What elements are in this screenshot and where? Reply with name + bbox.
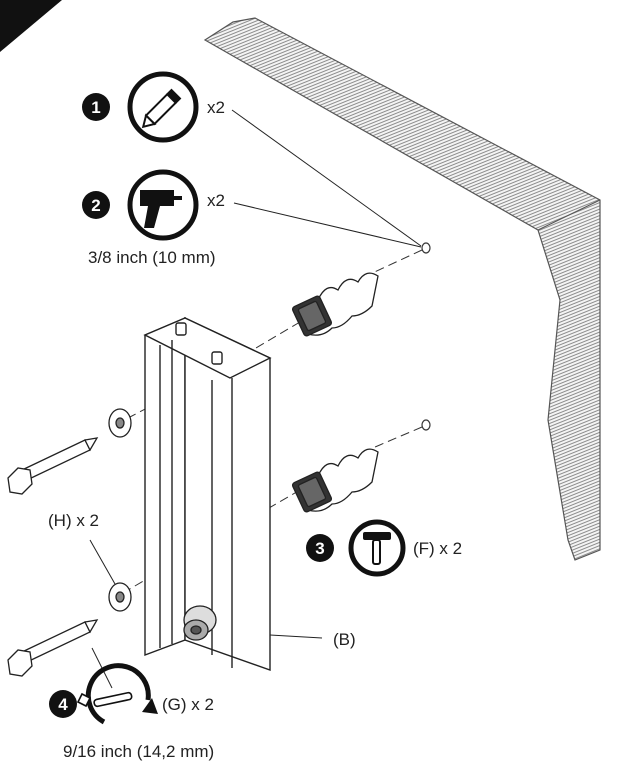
washer-top: [108, 408, 132, 438]
drill-icon: [127, 169, 199, 241]
drill-hole-top: [421, 242, 431, 254]
leader-line-washer: [89, 539, 116, 585]
step-number-1: 1: [91, 98, 100, 117]
step3-quantity: (F) x 2: [413, 539, 463, 558]
bracket-pivot: [183, 605, 217, 641]
corner-marker: [0, 0, 62, 52]
drill-hole-bottom: [421, 419, 431, 431]
step-badge-2: 2: [82, 191, 110, 219]
step-badge-3: 3: [306, 534, 334, 562]
washer-label: (H) x 2: [48, 511, 99, 530]
step-number-3: 3: [315, 539, 324, 558]
leader-line-bracket: [269, 634, 323, 639]
step-number-4: 4: [58, 695, 68, 714]
step-number-2: 2: [91, 196, 100, 215]
step-badge-1: 1: [82, 93, 110, 121]
step-badge-4: 4: [49, 690, 77, 718]
leader-line-step1: [231, 109, 422, 247]
pencil-icon: [127, 71, 199, 143]
drill-bit-size: 3/8 inch (10 mm): [88, 248, 216, 267]
wall: [203, 17, 601, 561]
lag-bolt-bottom: [7, 619, 99, 677]
wrench-icon: [76, 663, 158, 725]
step4-quantity: (G) x 2: [162, 695, 214, 714]
leader-line-step2: [233, 202, 422, 248]
bracket-label: (B): [333, 630, 356, 649]
bracket: [143, 316, 272, 671]
washer-bottom: [108, 582, 132, 612]
lag-bolt-top: [7, 437, 99, 495]
step1-quantity: x2: [207, 98, 225, 117]
step2-quantity: x2: [207, 191, 225, 210]
hammer-icon: [348, 519, 406, 577]
wall-anchor-top: [291, 272, 379, 337]
wall-anchor-bottom: [291, 448, 379, 513]
socket-size: 9/16 inch (14,2 mm): [63, 742, 215, 761]
